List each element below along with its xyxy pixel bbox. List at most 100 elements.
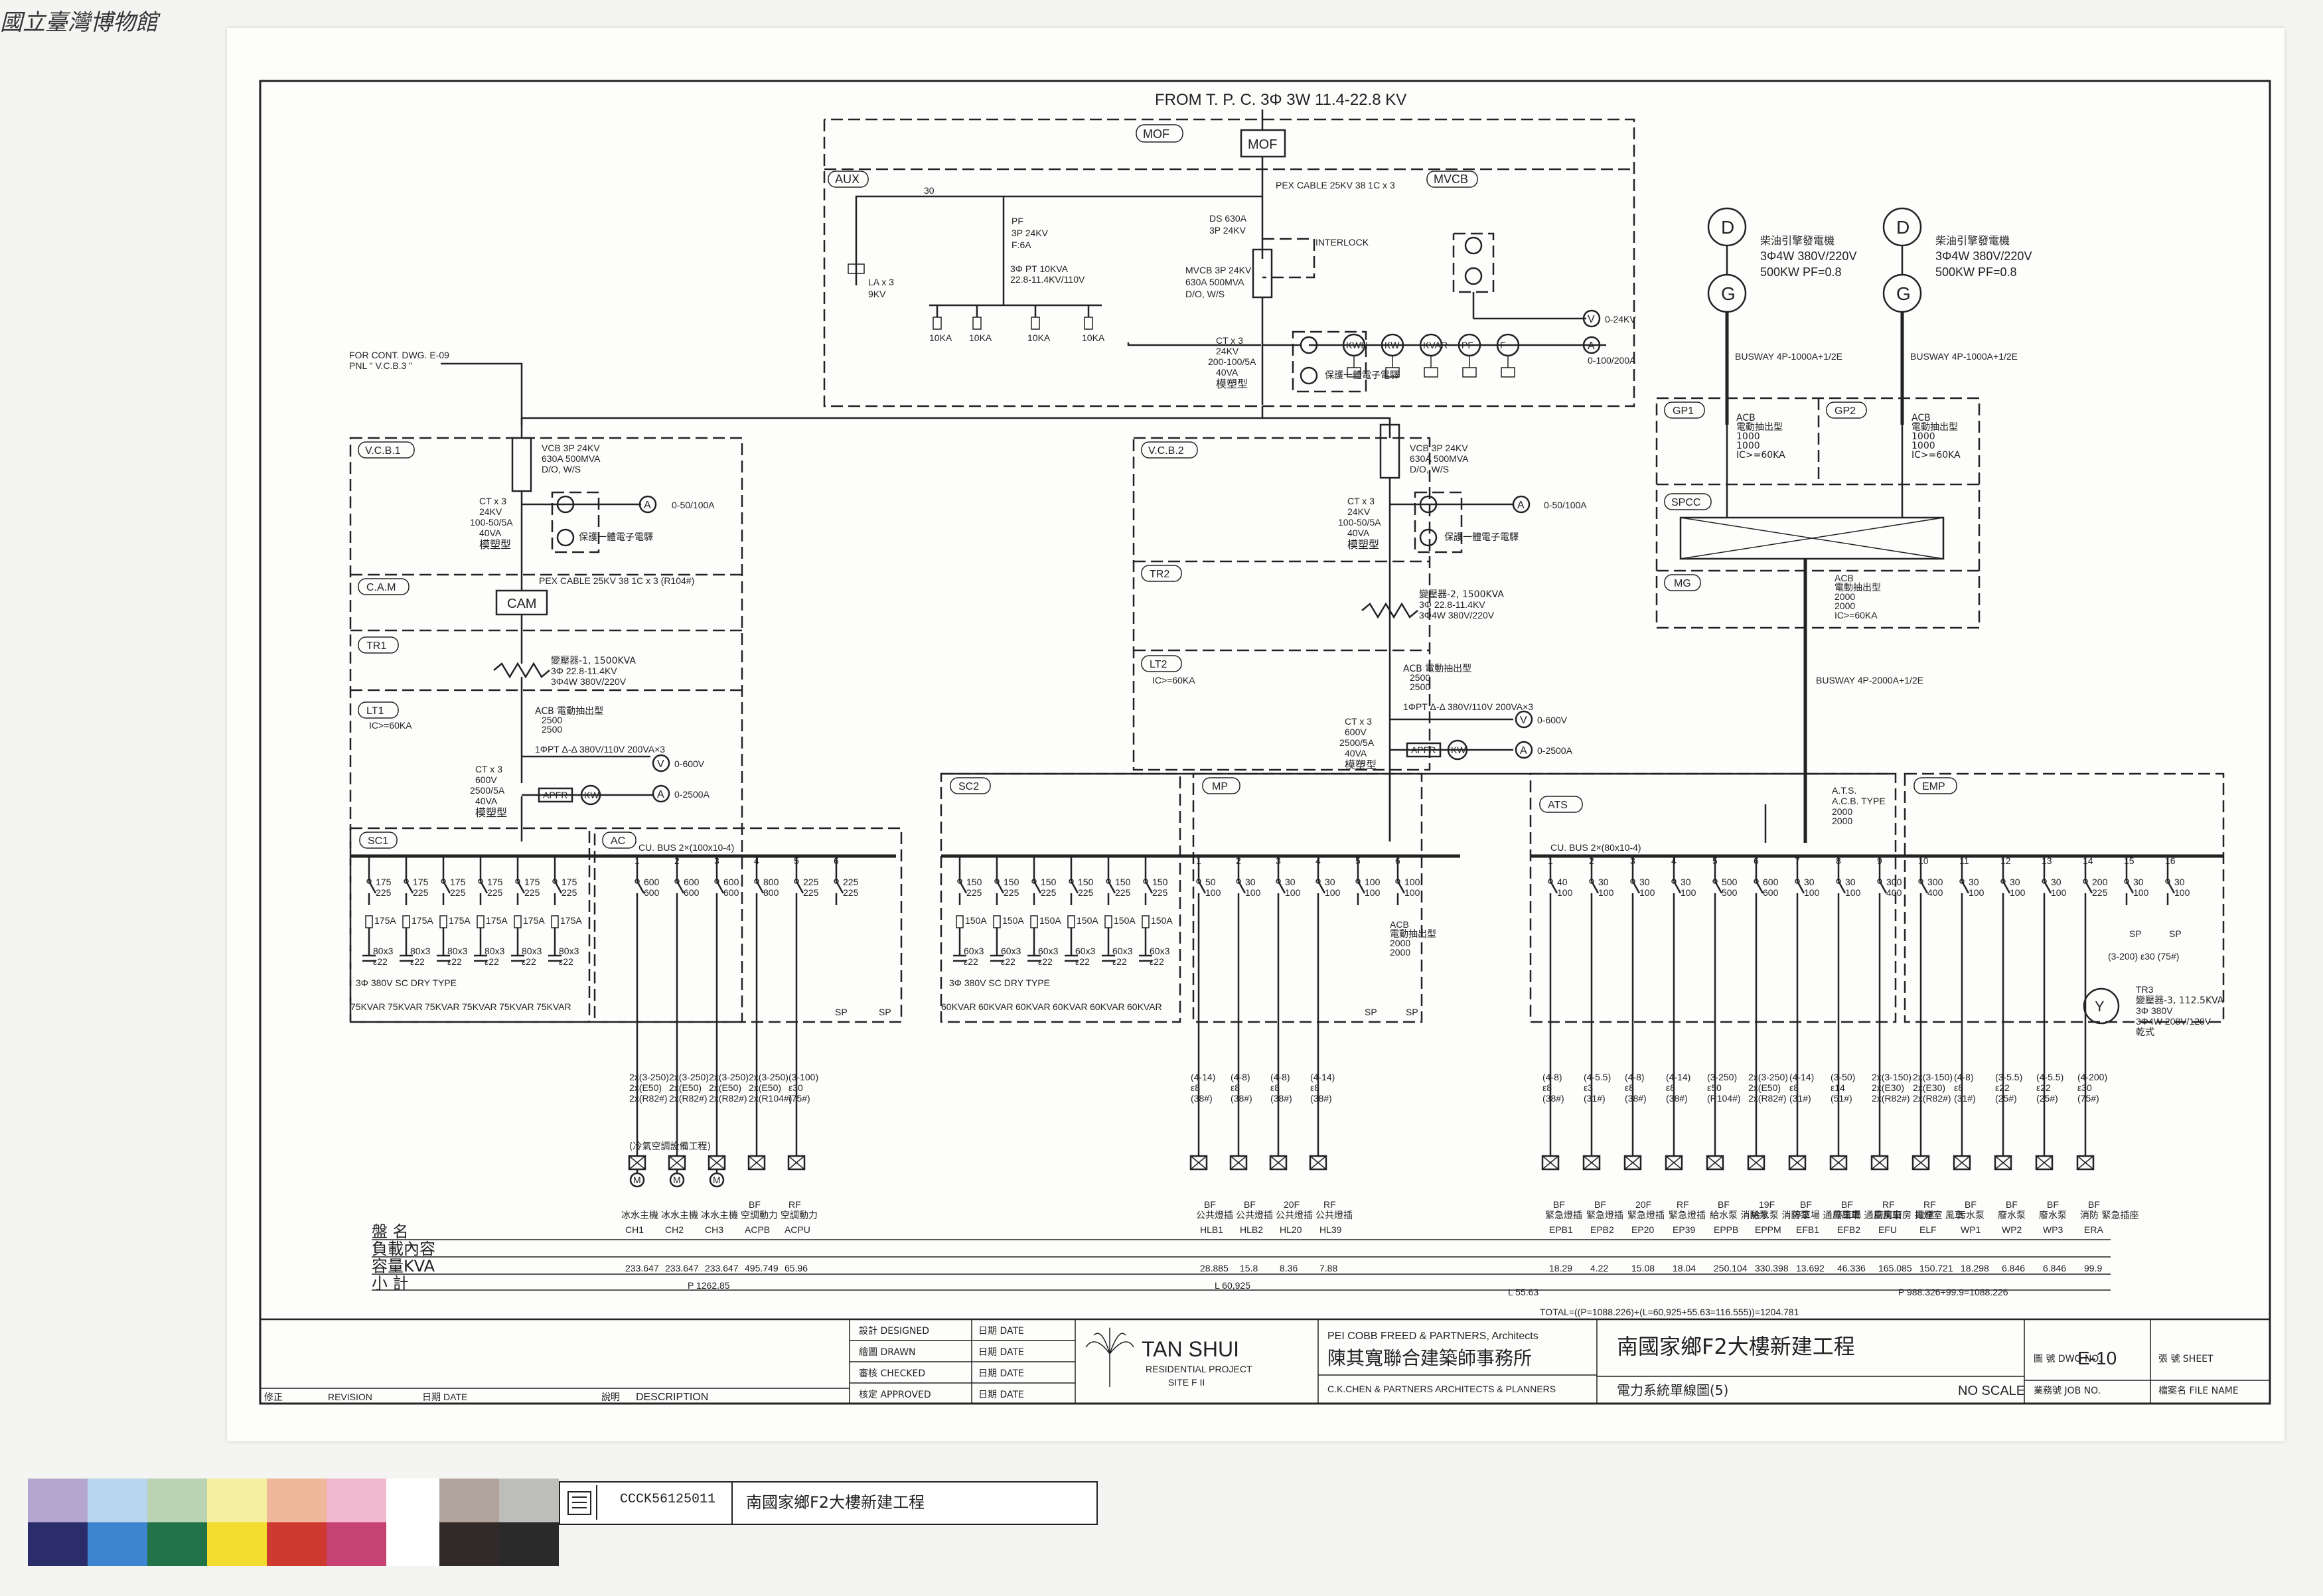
feeder-number: 11 <box>1959 855 1969 866</box>
svg-text:TR2: TR2 <box>1150 569 1169 580</box>
feeder-cable: 2x(3-150) <box>1913 1072 1953 1082</box>
load-code: WP3 <box>2043 1224 2063 1235</box>
load-description: 給水泵 消防泵 <box>1751 1210 1809 1221</box>
meter-label: F <box>1500 340 1506 350</box>
feeder-breaker <box>1196 879 1201 884</box>
load-description: 廢水泵 <box>1998 1210 2026 1221</box>
panel-floor: BF <box>1244 1199 1256 1210</box>
panel-floor: RF <box>1323 1199 1336 1210</box>
capacitor-cable: ε22 <box>1112 956 1127 967</box>
capacitor-cable: ε22 <box>1075 956 1090 967</box>
svg-text:3Φ 380V SC DRY TYPE: 3Φ 380V SC DRY TYPE <box>356 978 457 988</box>
load-description: 公共燈插 <box>1236 1210 1273 1221</box>
svg-text:RESIDENTIAL PROJECT: RESIDENTIAL PROJECT <box>1146 1364 1252 1374</box>
svg-text:CT x 3: CT x 3 <box>1347 496 1375 506</box>
color-swatch <box>267 1479 327 1522</box>
load-kva: 15.08 <box>1631 1263 1655 1273</box>
svg-text:0-600V: 0-600V <box>1537 715 1568 725</box>
feeder-cable: (4-14) <box>1310 1072 1335 1082</box>
load-table-columns: 冰水主機CH1233.647冰水主機CH2233.647冰水主機CH3233.6… <box>621 1199 2138 1273</box>
feeder-cable: ε50 <box>1707 1082 1722 1093</box>
svg-text:3Φ 380V: 3Φ 380V <box>2136 1005 2173 1016</box>
breaker-frame: 100 <box>2051 887 2067 898</box>
load-terminal <box>1269 1155 1288 1171</box>
color-swatch <box>499 1479 559 1522</box>
breaker-rating: 175 <box>413 877 429 887</box>
gen-acb-label: ACB <box>1736 413 1756 423</box>
tr3-transformer <box>2083 987 2120 1025</box>
svg-text:VCB 3P 24KV: VCB 3P 24KV <box>1410 443 1468 453</box>
feeder-cable: (38#) <box>1310 1093 1332 1104</box>
feeder-cable: (4-8) <box>1542 1072 1562 1082</box>
load-description: 緊急燈插 <box>1586 1210 1623 1221</box>
breaker-frame: 100 <box>1205 887 1221 898</box>
feeder-cable: ε30 <box>2077 1082 2092 1093</box>
tr1-transformer <box>493 662 550 679</box>
section-label-aux: AUX <box>835 173 860 186</box>
load-code: CH2 <box>665 1224 684 1235</box>
feeder-cable: ε14 <box>1831 1082 1845 1093</box>
engine-letter: D <box>1721 217 1734 238</box>
svg-text:SPCC: SPCC <box>1671 497 1700 508</box>
load-kva: 495.749 <box>745 1263 779 1273</box>
breaker-rating: 50 <box>1205 877 1216 887</box>
svg-text:40VA: 40VA <box>475 796 498 806</box>
svg-text:C.K.CHEN & PARTNERS ARCHITECTS: C.K.CHEN & PARTNERS ARCHITECTS & PLANNER… <box>1327 1384 1556 1394</box>
capacitor-size: 60x3 <box>1112 946 1133 956</box>
breaker-rating: 300 <box>1927 877 1943 887</box>
mv-ct-label: CT x 3 <box>1216 335 1243 346</box>
feeder-breaker <box>1236 879 1241 884</box>
svg-text:TR1: TR1 <box>366 640 386 652</box>
capacitor-kvar: 75KVAR <box>350 1001 386 1012</box>
emp-enclosure <box>1904 772 2225 1023</box>
svg-text:小 計: 小 計 <box>372 1274 409 1293</box>
svg-text:模塑型: 模塑型 <box>1216 378 1248 390</box>
capacitor-fuse <box>551 915 559 928</box>
feeder-cable: (38#) <box>1231 1093 1252 1104</box>
breaker-rating: 30 <box>1245 877 1256 887</box>
feeder-cable: 2x(R82#) <box>1872 1093 1910 1104</box>
aux-fuse <box>972 317 982 330</box>
breaker-rating: 30 <box>1325 877 1335 887</box>
capacitor-fuse <box>956 915 964 928</box>
breaker-frame: 600 <box>644 887 660 898</box>
fuse-rating: 175A <box>486 915 508 926</box>
breaker-frame: 100 <box>2010 887 2026 898</box>
generator-name: 柴油引擎發電機 <box>1935 234 2010 247</box>
generator-rating: 500KW PF=0.8 <box>1760 265 1842 279</box>
breaker-frame: 225 <box>1152 887 1168 898</box>
breaker-frame: 100 <box>2174 887 2190 898</box>
load-kva: 8.36 <box>1280 1263 1298 1273</box>
feeder-cable: 2x(3-250) <box>1748 1072 1788 1082</box>
svg-text:9KV: 9KV <box>868 289 886 299</box>
capacitor-cable: ε22 <box>1001 956 1015 967</box>
svg-text:3Φ4W 380V/220V: 3Φ4W 380V/220V <box>1419 610 1495 620</box>
mvcb-label: MVCB 3P 24KV <box>1185 265 1252 275</box>
breaker-frame: 225 <box>413 887 429 898</box>
panel-floor: BF <box>749 1199 761 1210</box>
sc2-capacitor-feeders: 150225150A60x3ε2260KVAR150225150A60x3ε22… <box>941 856 1173 1012</box>
breaker-frame: 100 <box>1404 887 1420 898</box>
capacitor-size: 80x3 <box>373 946 394 956</box>
svg-text:3Φ 22.8-11.4KV: 3Φ 22.8-11.4KV <box>1419 599 1485 610</box>
breaker-frame: 100 <box>1598 887 1614 898</box>
breaker-rating: 600 <box>684 877 700 887</box>
feeder-cable: ε8 <box>1954 1082 1963 1093</box>
load-kva: 233.647 <box>625 1263 659 1273</box>
svg-text:2000: 2000 <box>1390 938 1410 948</box>
motor-letter: M <box>633 1175 641 1185</box>
load-terminal <box>1706 1155 1724 1171</box>
capacitor-kvar: 60KVAR <box>1127 1001 1162 1012</box>
capacitor-size: 60x3 <box>964 946 984 956</box>
svg-text:容量KVA: 容量KVA <box>372 1257 435 1275</box>
section-label-mvcb: MVCB <box>1434 173 1468 186</box>
capacitor-size: 60x3 <box>1075 946 1096 956</box>
load-kva: 150.721 <box>1919 1263 1953 1273</box>
svg-text:1ΦPT Δ-Δ 380V/110V 200VA×3: 1ΦPT Δ-Δ 380V/110V 200VA×3 <box>1403 701 1533 712</box>
svg-text:A: A <box>657 789 664 800</box>
feeder-cable: ε8 <box>1191 1082 1200 1093</box>
svg-text:10KA: 10KA <box>929 332 952 343</box>
svg-text:2000: 2000 <box>1832 806 1852 817</box>
